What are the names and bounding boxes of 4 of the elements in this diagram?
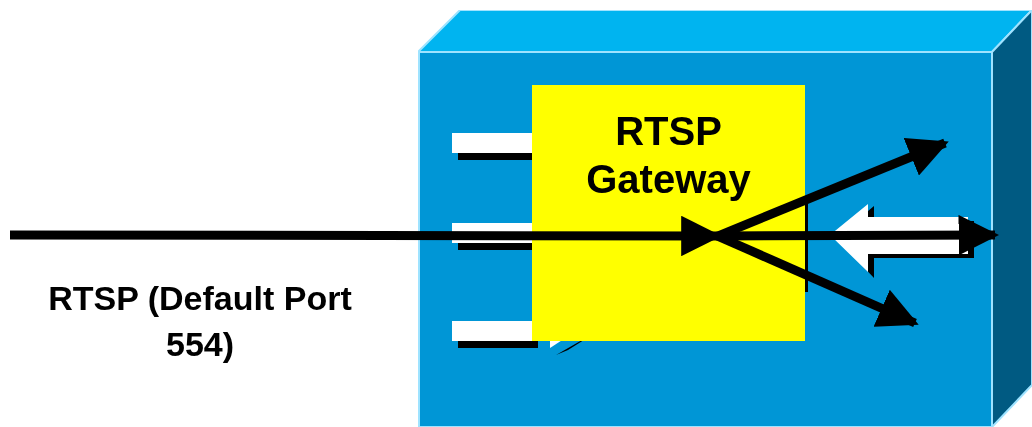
arrow xyxy=(717,214,1000,256)
edge-label: RTSP (Default Port 554) xyxy=(47,278,353,365)
box-label: RTSP Gateway xyxy=(585,108,752,203)
gateway-box xyxy=(532,85,805,341)
